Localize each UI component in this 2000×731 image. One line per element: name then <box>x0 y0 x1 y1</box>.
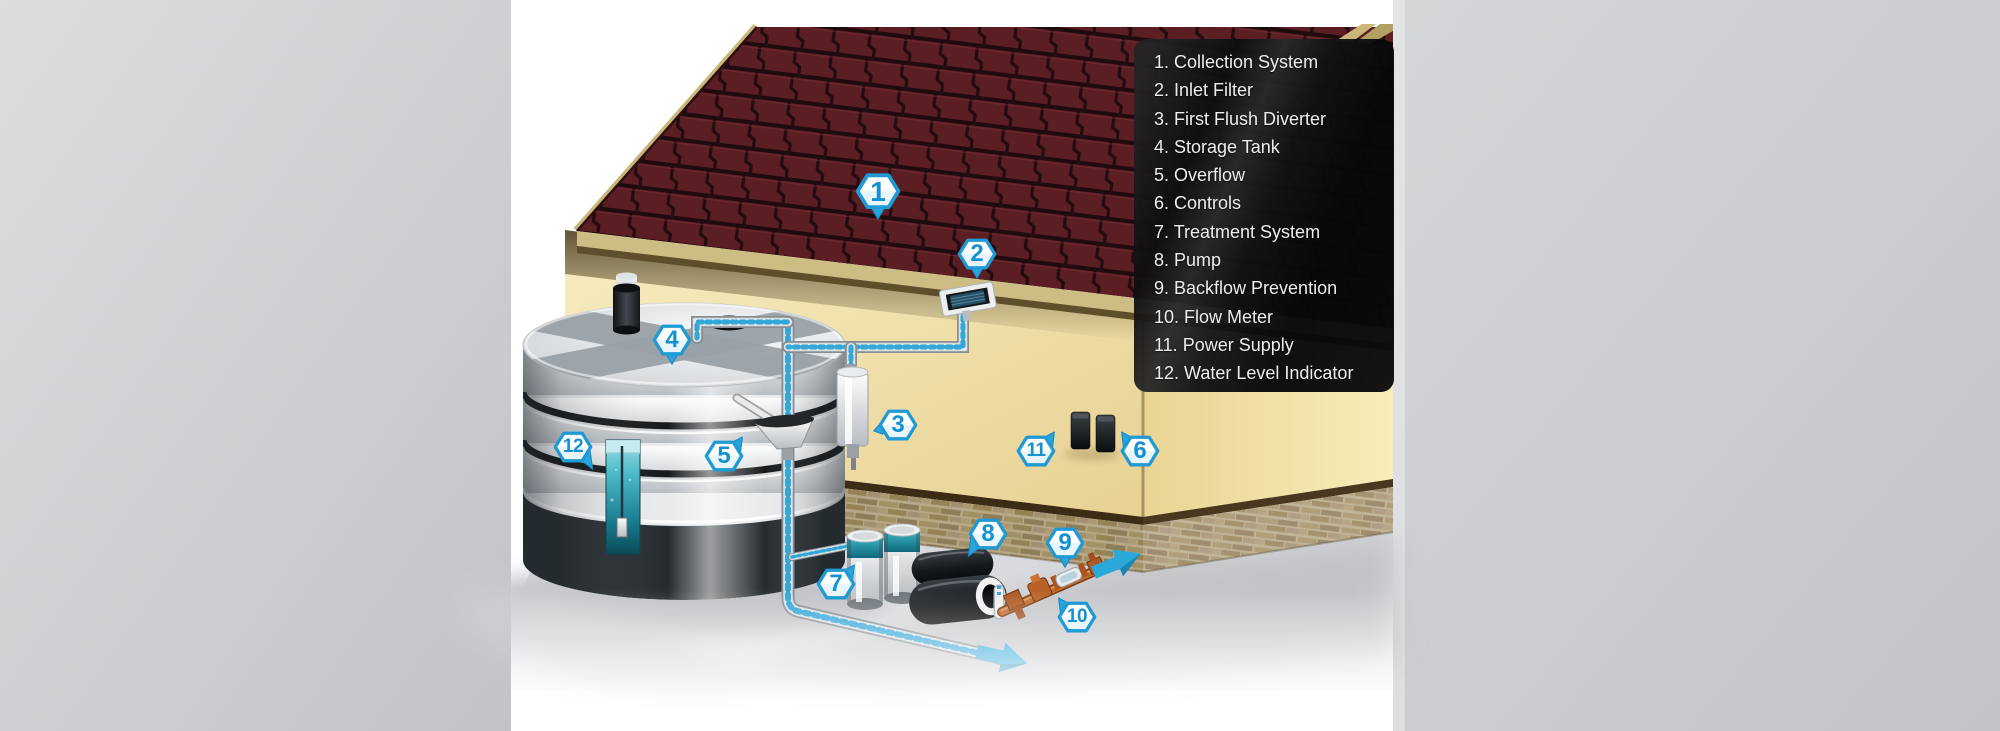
left-gray-margin <box>0 0 511 731</box>
badge-1-collection-system: 1 <box>849 167 907 220</box>
legend-item-10: 10. Flow Meter <box>1154 306 1274 327</box>
panel-edge-highlight <box>1393 0 1405 731</box>
badge-2-number: 2 <box>970 240 984 267</box>
badge-8-number: 8 <box>981 520 995 547</box>
legend-item-8: 8. Pump <box>1154 250 1222 271</box>
first-flush-diverter <box>836 364 869 470</box>
badge-8-pump: 8 <box>963 513 1013 559</box>
legend-item-9: 9. Backflow Prevention <box>1154 278 1338 299</box>
legend-panel: 1. Collection System 2. Inlet Filter 3. … <box>1134 39 1394 392</box>
tank-inlet-pipe <box>691 316 794 344</box>
badge-5-overflow: 5 <box>699 435 749 481</box>
legend-item-2: 2. Inlet Filter <box>1154 80 1254 101</box>
control-boxes <box>1064 411 1120 460</box>
badge-6-number: 6 <box>1133 437 1147 464</box>
legend-item-12: 12. Water Level Indicator <box>1154 363 1354 384</box>
badge-9-number: 9 <box>1058 529 1072 556</box>
ground-fade <box>511 590 1393 731</box>
badge-1-number: 1 <box>870 175 886 207</box>
tank-vent <box>613 272 640 335</box>
badge-11-number: 11 <box>1026 440 1046 461</box>
foundation-trim-side <box>1143 479 1393 525</box>
water-level-indicator <box>605 439 641 555</box>
ridge-cap-1 <box>1337 24 1376 42</box>
treatment-feed-pipe <box>788 542 852 561</box>
badge-11-power-supply: 11 <box>1011 430 1061 476</box>
badge-3-number: 3 <box>891 411 905 438</box>
badge-4-number: 4 <box>665 326 679 353</box>
legend-item-11: 11. Power Supply <box>1154 334 1294 355</box>
badge-7-treatment-system: 7 <box>811 563 861 609</box>
flow-meter-body <box>1050 562 1089 590</box>
legend-item-1: 1. Collection System <box>1154 52 1319 72</box>
badge-4-storage-tank: 4 <box>647 319 697 365</box>
legend-item-5: 5. Overflow <box>1154 165 1246 186</box>
foundation-side-light <box>1143 487 1393 572</box>
badge-7-number: 7 <box>829 570 843 597</box>
indicator-float <box>616 517 628 538</box>
badge-5-number: 5 <box>717 442 731 469</box>
legend-item-4: 4. Storage Tank <box>1154 136 1280 157</box>
foundation-bricks-side <box>1143 487 1393 572</box>
badge-3-first-flush-diverter: 3 <box>873 404 923 450</box>
right-gray-margin <box>1393 0 2000 731</box>
overflow-funnel <box>732 393 815 460</box>
power-supply-box <box>1070 411 1091 450</box>
legend-list: 1. Collection System 2. Inlet Filter 3. … <box>1134 39 1394 388</box>
badge-6-controls: 6 <box>1115 430 1165 476</box>
controls-box <box>1095 414 1116 453</box>
inlet-filter <box>938 281 997 322</box>
gable-edge-line <box>576 26 758 232</box>
outflow-arrow-icon <box>1091 549 1141 579</box>
legend-item-3: 3. First Flush Diverter <box>1154 108 1327 129</box>
badge-12-number: 12 <box>562 436 584 457</box>
legend-item-6: 6. Controls <box>1154 193 1242 214</box>
badge-2-inlet-filter: 2 <box>952 233 1002 279</box>
badge-10-number: 10 <box>1066 606 1088 627</box>
badge-10-flow-meter: 10 <box>1052 596 1102 642</box>
legend-item-7: 7. Treatment System <box>1154 221 1321 242</box>
badge-12-water-level-indicator: 12 <box>548 426 598 472</box>
badge-9-backflow-prevention: 9 <box>1040 522 1090 568</box>
